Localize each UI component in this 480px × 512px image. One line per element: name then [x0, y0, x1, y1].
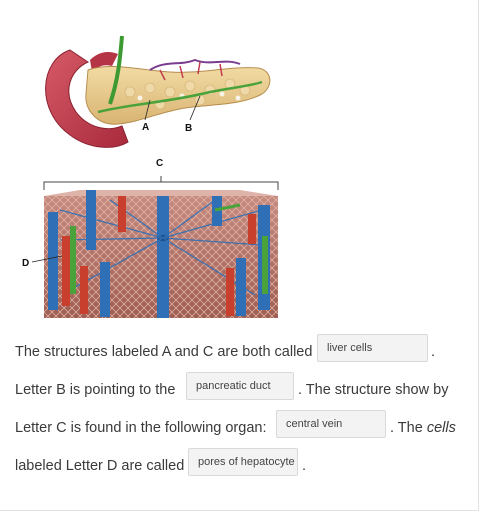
liver-lobule-illustration [31, 176, 279, 318]
sentence-4-text: labeled Letter D are called [15, 458, 185, 474]
sentence-2-text: Letter B is pointing to the [15, 382, 176, 398]
sentence-3-end-text: . The [390, 420, 423, 436]
bile-duct [108, 35, 124, 105]
answer-blank-2[interactable]: pancreatic duct [186, 372, 294, 400]
label-a: A [142, 122, 150, 133]
sentence-4-end: . [302, 458, 307, 474]
answer-blank-3[interactable]: central vein [276, 410, 386, 438]
sentence-1-end: . [431, 344, 436, 360]
sentence-3-italic: cells [426, 420, 456, 436]
pancreas-illustration [45, 35, 271, 148]
duodenum [45, 49, 129, 148]
sentence-1-text: The structures labeled A and C are both … [15, 344, 313, 360]
anatomy-figure [31, 35, 279, 318]
sentence-2-end: . The structure show by [298, 382, 449, 398]
pancreas-body [85, 66, 271, 125]
pancreatic-duct [97, 80, 263, 114]
sentence-3-end: . The cells [390, 420, 456, 436]
label-d: D [22, 258, 30, 269]
answer-blank-4[interactable]: pores of hepatocyte [188, 448, 298, 476]
sentence-3-text: Letter C is found in the following organ… [15, 420, 267, 436]
central-vein [157, 196, 169, 318]
label-c: C [156, 158, 164, 169]
label-b: B [185, 123, 193, 134]
answer-blank-1[interactable]: liver cells [317, 334, 428, 362]
